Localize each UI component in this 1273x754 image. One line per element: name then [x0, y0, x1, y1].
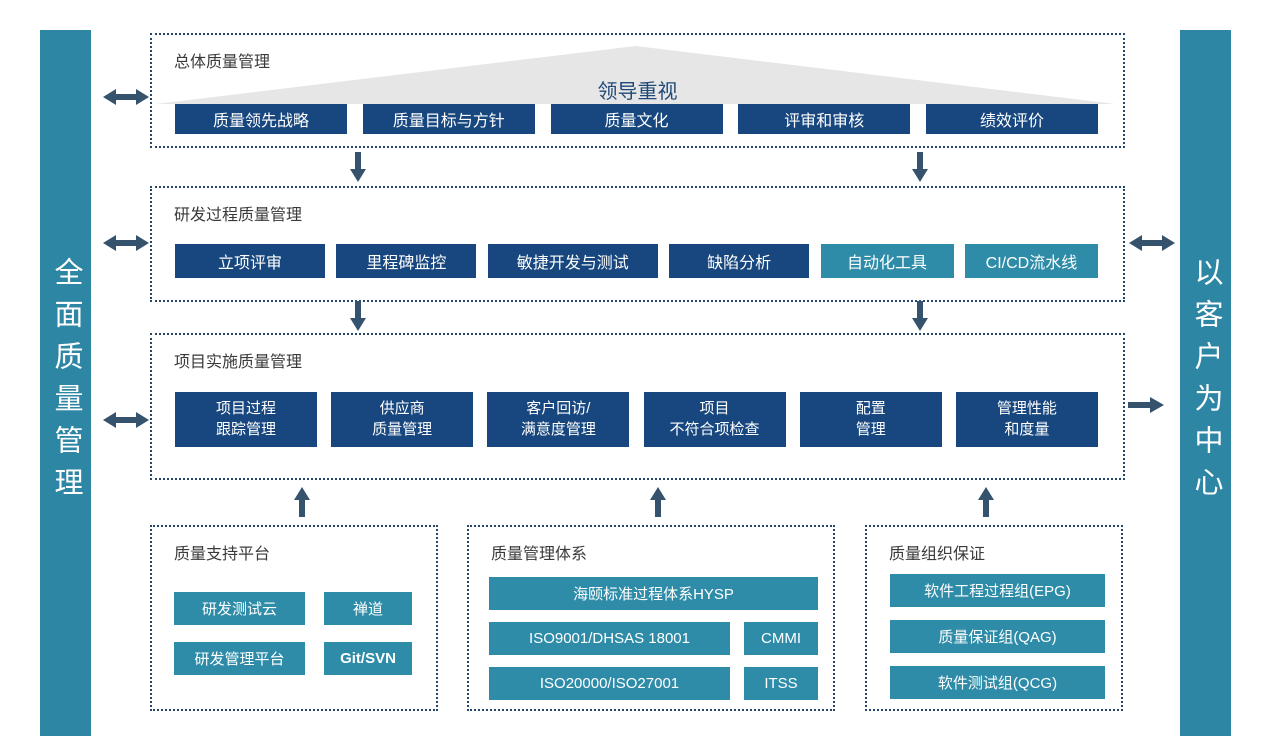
block-line1: 供应商	[379, 400, 425, 418]
block-line1: 配置	[855, 400, 886, 418]
bidirectional-arrow-icon	[1129, 232, 1175, 254]
bidirectional-arrow-icon	[103, 232, 149, 254]
block-qcg-group: 软件测试组(QCG)	[890, 666, 1105, 699]
bidirectional-arrow-icon	[103, 409, 149, 431]
section-quality-org-assurance: 质量组织保证 软件工程过程组(EPG) 质量保证组(QAG) 软件测试组(QCG…	[865, 525, 1123, 711]
section-title: 质量支持平台	[174, 546, 271, 563]
block-project-approval-review: 立项评审	[175, 244, 325, 278]
block-nonconformance-check: 项目 不符合项检查	[643, 392, 786, 447]
up-arrow-icon	[975, 487, 997, 517]
block-line2: 满意度管理	[520, 420, 596, 438]
block-itss: ITSS	[744, 667, 818, 700]
down-arrow-icon	[347, 152, 369, 182]
section-title: 质量组织保证	[889, 546, 986, 563]
section-quality-support-platform: 质量支持平台 研发测试云 禅道 研发管理平台 Git/SVN	[150, 525, 438, 711]
block-hysp-standard-process: 海颐标准过程体系HYSP	[489, 577, 818, 610]
overall-button-row: 质量领先战略 质量目标与方针 质量文化 评审和审核 绩效评价	[175, 104, 1098, 134]
block-automation-tools: 自动化工具	[820, 244, 954, 278]
down-arrow-icon	[909, 301, 931, 331]
block-quality-culture: 质量文化	[550, 104, 723, 134]
down-arrow-icon	[909, 152, 931, 182]
left-bar-label: 全面质量管理	[50, 257, 82, 509]
section-rd-process-quality: 研发过程质量管理 立项评审 里程碑监控 敏捷开发与测试 缺陷分析 自动化工具 C…	[150, 186, 1125, 302]
proj-button-row: 项目过程 跟踪管理 供应商 质量管理 客户回访/ 满意度管理 项目 不符合项检查…	[175, 392, 1098, 447]
left-bar-total-quality: 全面质量管理	[40, 30, 91, 736]
block-qag-group: 质量保证组(QAG)	[890, 620, 1105, 653]
section-title: 项目实施质量管理	[174, 354, 303, 371]
block-line2: 质量管理	[372, 420, 433, 438]
block-zentao: 禅道	[324, 592, 412, 625]
block-configuration-management: 配置 管理	[799, 392, 942, 447]
block-project-process-tracking: 项目过程 跟踪管理	[175, 392, 317, 447]
section-overall-quality: 总体质量管理 领导重视 质量领先战略 质量目标与方针 质量文化 评审和审核 绩效…	[150, 33, 1125, 148]
block-defect-analysis: 缺陷分析	[669, 244, 810, 278]
block-cicd-pipeline: CI/CD流水线	[964, 244, 1098, 278]
right-bar-label: 以客户为中心	[1190, 257, 1222, 509]
block-agile-dev-testing: 敏捷开发与测试	[487, 244, 658, 278]
section-title: 研发过程质量管理	[174, 207, 303, 224]
block-customer-visit-satisfaction: 客户回访/ 满意度管理	[487, 392, 630, 447]
block-cmmi: CMMI	[744, 622, 818, 655]
right-bar-customer-centric: 以客户为中心	[1180, 30, 1231, 736]
block-review-audit: 评审和审核	[738, 104, 911, 134]
support-grid: 研发测试云 禅道 研发管理平台 Git/SVN	[174, 592, 412, 675]
right-arrow-icon	[1128, 394, 1164, 416]
block-performance-measurement: 管理性能 和度量	[955, 392, 1098, 447]
leadership-banner-label: 领导重视	[597, 81, 678, 103]
block-line1: 客户回访/	[526, 400, 591, 418]
block-line2: 跟踪管理	[215, 420, 276, 438]
down-arrow-icon	[347, 301, 369, 331]
section-quality-management-system: 质量管理体系 海颐标准过程体系HYSP ISO9001/DHSAS 18001 …	[467, 525, 835, 711]
block-quality-goals-policy: 质量目标与方针	[362, 104, 535, 134]
org-stack: 软件工程过程组(EPG) 质量保证组(QAG) 软件测试组(QCG)	[890, 574, 1105, 699]
system-grid: 海颐标准过程体系HYSP ISO9001/DHSAS 18001 CMMI IS…	[489, 577, 818, 700]
block-epg-group: 软件工程过程组(EPG)	[890, 574, 1105, 607]
block-line2: 和度量	[1004, 420, 1050, 438]
bidirectional-arrow-icon	[103, 86, 149, 108]
section-title: 质量管理体系	[491, 546, 588, 563]
block-performance-evaluation: 绩效评价	[926, 104, 1098, 134]
block-rd-management-platform: 研发管理平台	[174, 642, 305, 675]
block-line2: 不符合项检查	[669, 420, 760, 438]
up-arrow-icon	[647, 487, 669, 517]
block-line1: 项目过程	[215, 400, 276, 418]
rd-button-row: 立项评审 里程碑监控 敏捷开发与测试 缺陷分析 自动化工具 CI/CD流水线	[175, 244, 1098, 278]
section-project-impl-quality: 项目实施质量管理 项目过程 跟踪管理 供应商 质量管理 客户回访/ 满意度管理 …	[150, 333, 1125, 480]
block-git-svn: Git/SVN	[324, 642, 412, 675]
up-arrow-icon	[291, 487, 313, 517]
block-iso20000-iso27001: ISO20000/ISO27001	[489, 667, 730, 700]
block-supplier-quality: 供应商 质量管理	[331, 392, 474, 447]
section-title: 总体质量管理	[174, 54, 271, 71]
block-milestone-monitoring: 里程碑监控	[336, 244, 477, 278]
block-rd-test-cloud: 研发测试云	[174, 592, 305, 625]
block-line1: 项目	[699, 400, 730, 418]
block-line1: 管理性能	[996, 400, 1057, 418]
block-iso9001-dhsas18001: ISO9001/DHSAS 18001	[489, 622, 730, 655]
block-quality-leading-strategy: 质量领先战略	[175, 104, 347, 134]
block-line2: 管理	[855, 420, 886, 438]
